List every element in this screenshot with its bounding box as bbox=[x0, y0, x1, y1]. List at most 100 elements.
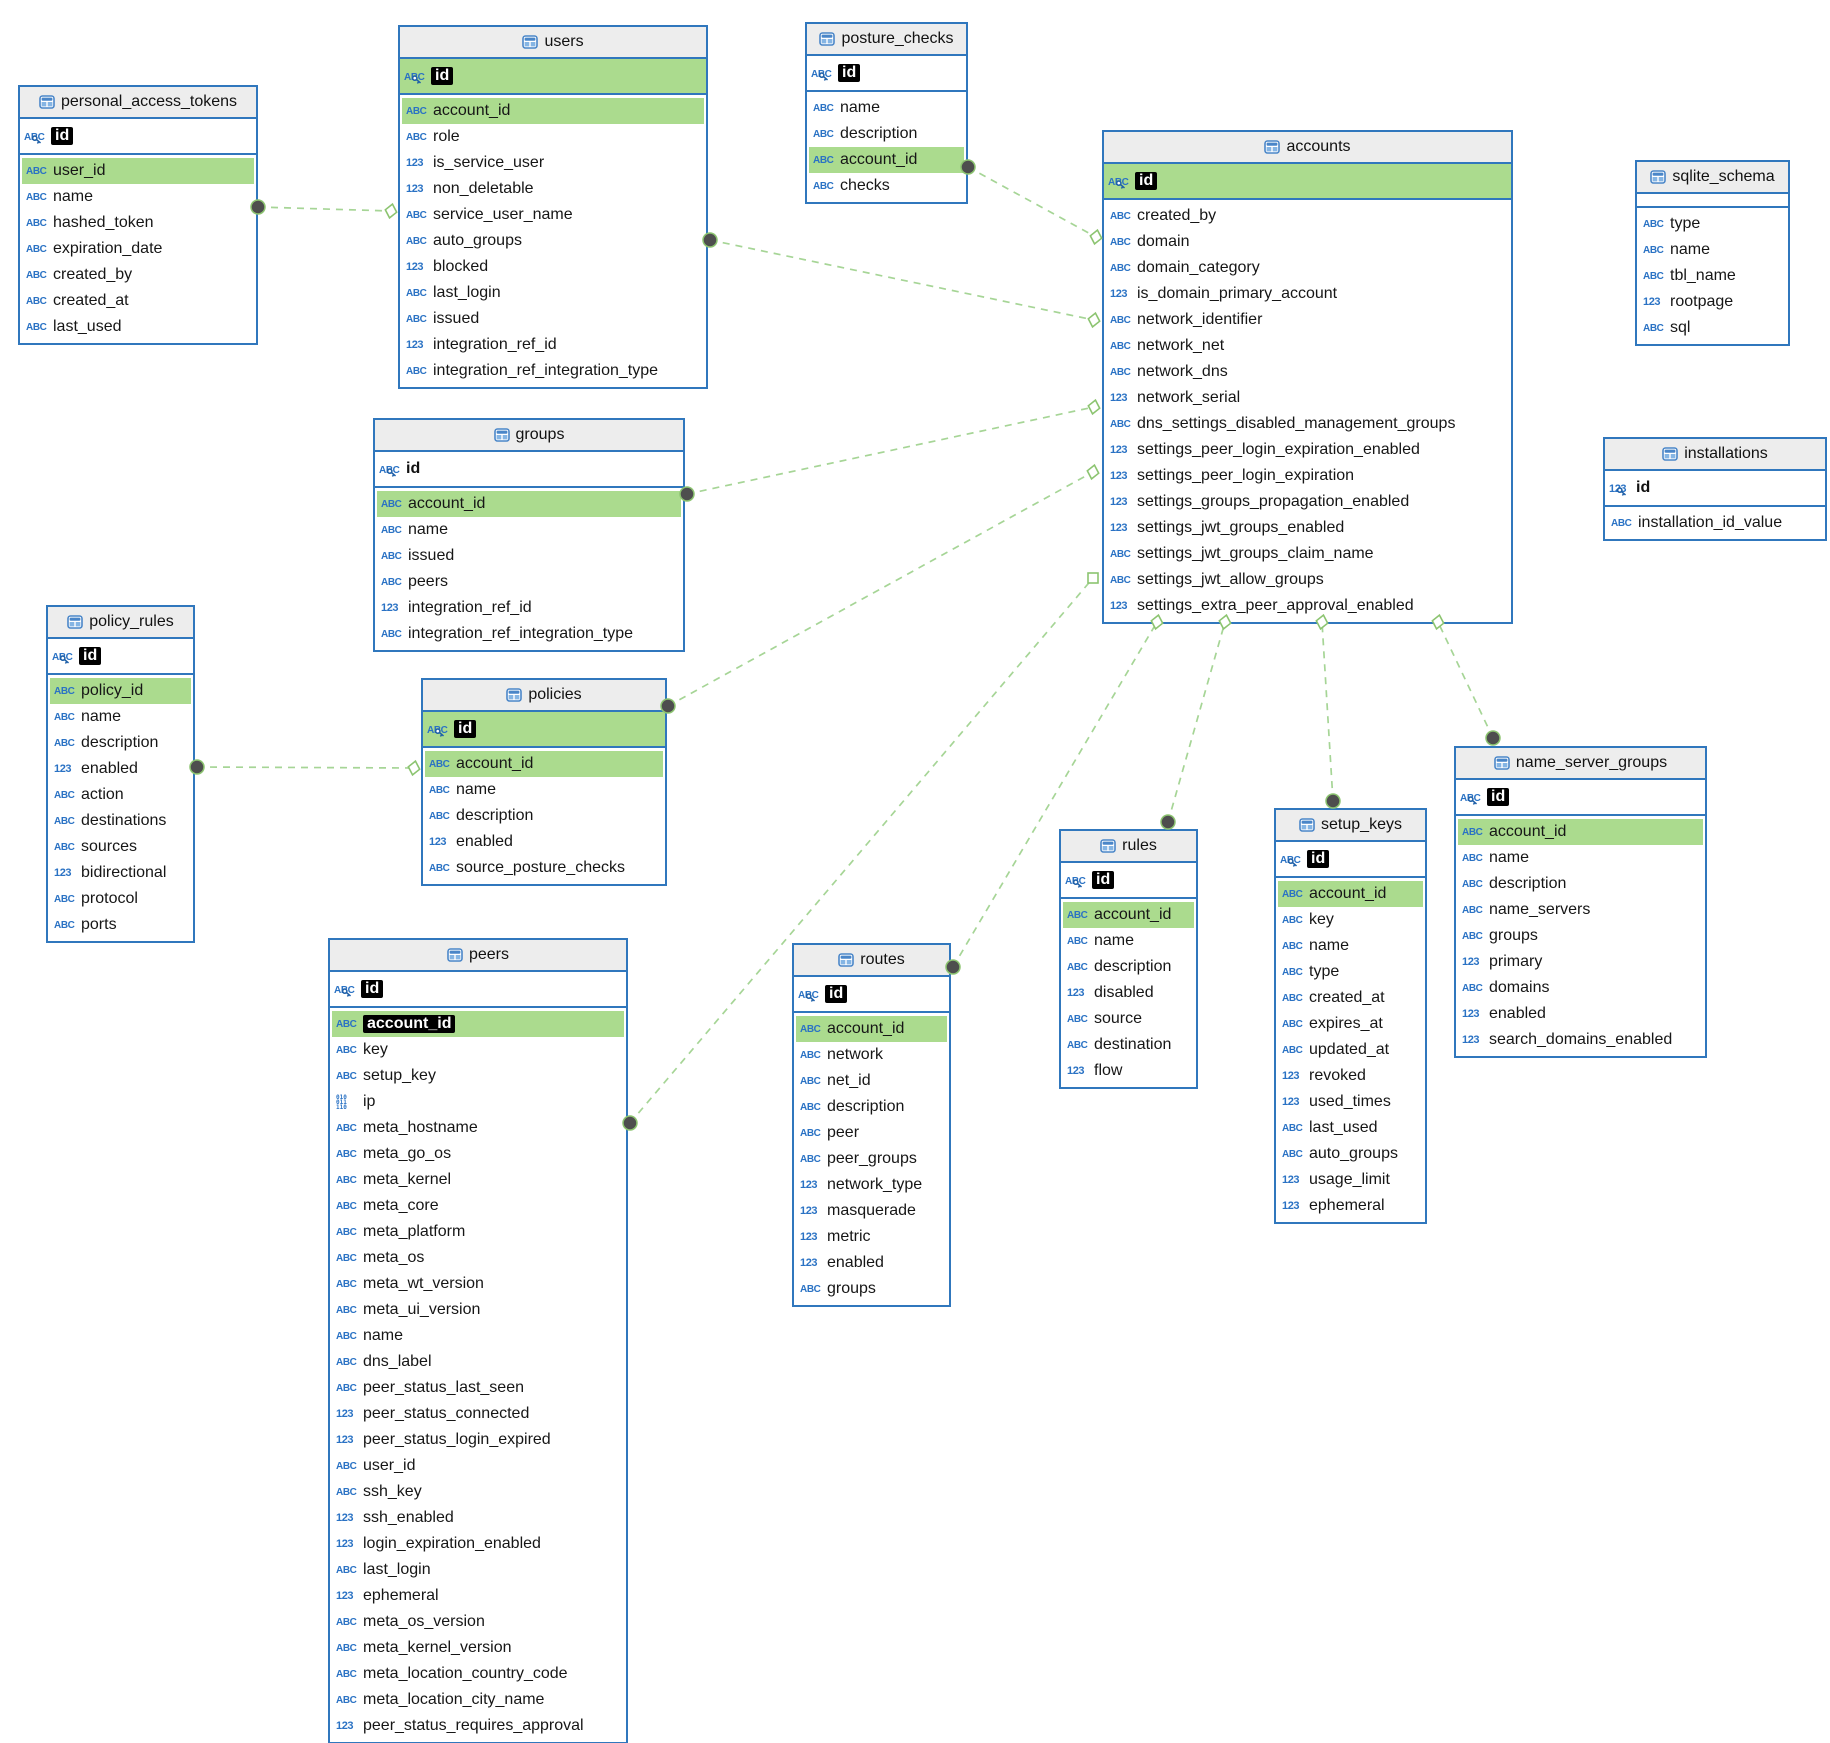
relationship-policies-accounts[interactable] bbox=[660, 463, 1100, 714]
table-header[interactable]: rules bbox=[1061, 831, 1196, 863]
pk-row[interactable]: ABCid bbox=[1456, 780, 1705, 816]
table-installations[interactable]: installations123idABCinstallation_id_val… bbox=[1603, 437, 1827, 541]
relationship-setup_keys-accounts[interactable] bbox=[1315, 613, 1341, 809]
pk-row[interactable]: 123id bbox=[1605, 471, 1825, 507]
table-peers[interactable]: peersABCidABCaccount_idABCkeyABCsetup_ke… bbox=[328, 938, 628, 1743]
table-setup_keys[interactable]: setup_keysABCidABCaccount_idABCkeyABCnam… bbox=[1274, 808, 1427, 1224]
table-header[interactable]: accounts bbox=[1104, 132, 1511, 164]
pk-row[interactable]: ABCid bbox=[1276, 842, 1425, 878]
pk-row[interactable]: ABCid bbox=[423, 712, 665, 748]
table-posture_checks[interactable]: posture_checksABCidABCnameABCdescription… bbox=[805, 22, 968, 204]
table-header[interactable]: routes bbox=[794, 945, 949, 977]
table-header[interactable]: setup_keys bbox=[1276, 810, 1425, 842]
pk-row[interactable]: ABCid bbox=[330, 972, 626, 1008]
table-users[interactable]: usersABCidABCaccount_idABCrole123is_serv… bbox=[398, 25, 708, 389]
table-header[interactable]: name_server_groups bbox=[1456, 748, 1705, 780]
relationship-groups-accounts[interactable] bbox=[679, 398, 1101, 502]
table-header[interactable]: policy_rules bbox=[48, 607, 193, 639]
pk-row[interactable]: ABCid bbox=[807, 56, 966, 92]
relationship-users-accounts[interactable] bbox=[702, 232, 1101, 329]
table-header[interactable]: posture_checks bbox=[807, 24, 966, 56]
relationship-rules-accounts[interactable] bbox=[1160, 613, 1232, 830]
table-header[interactable]: users bbox=[400, 27, 706, 59]
table-header[interactable]: installations bbox=[1605, 439, 1825, 471]
pk-row[interactable]: ABCid bbox=[400, 59, 706, 95]
table-name_server_groups[interactable]: name_server_groupsABCidABCaccount_idABCn… bbox=[1454, 746, 1707, 1058]
relationship-name_server_groups-accounts[interactable] bbox=[1431, 613, 1501, 746]
relationship-posture_checks-accounts[interactable] bbox=[960, 159, 1103, 246]
table-header[interactable]: groups bbox=[375, 420, 683, 452]
table-rules[interactable]: rulesABCidABCaccount_idABCnameABCdescrip… bbox=[1059, 829, 1198, 1089]
table-header[interactable]: personal_access_tokens bbox=[20, 87, 256, 119]
